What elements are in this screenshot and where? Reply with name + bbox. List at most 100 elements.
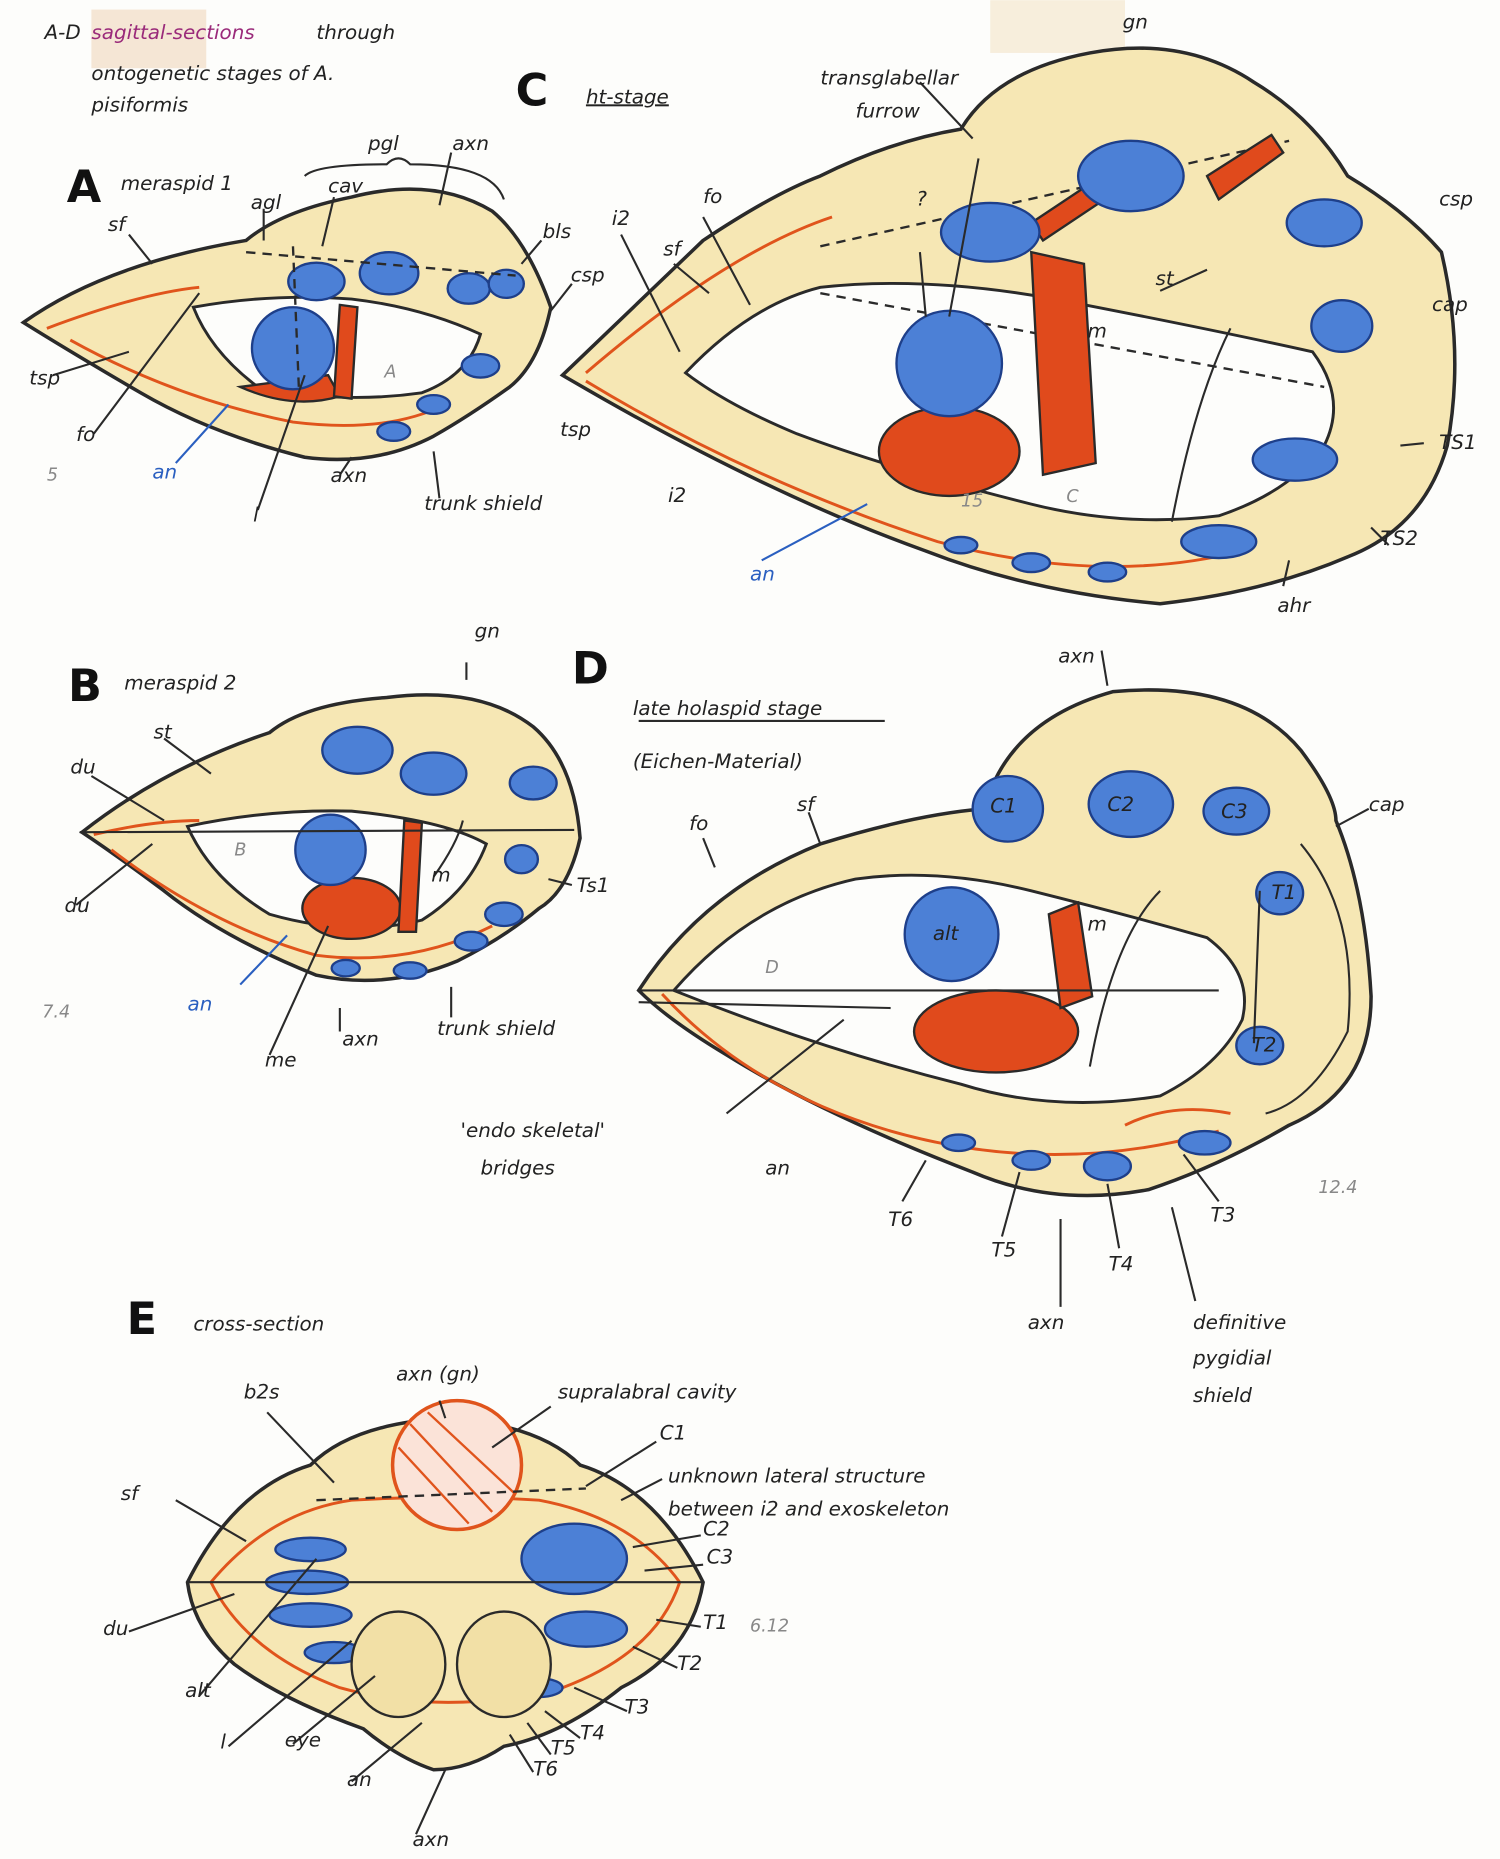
label: me [265, 1049, 297, 1072]
label: tsp [560, 418, 591, 441]
panel-c-letter: C [516, 65, 549, 117]
dashed-guide [245, 246, 516, 387]
label: i2 [612, 207, 630, 230]
label: alt [933, 922, 960, 945]
label: pygidial [1192, 1346, 1272, 1369]
hypostome-red [877, 405, 1021, 498]
label: cap [1369, 793, 1405, 816]
blue-node [1235, 1025, 1285, 1066]
blue-node [446, 272, 492, 305]
label: supralabral cavity [558, 1380, 737, 1403]
blue-node [399, 751, 468, 796]
dashed-guide [820, 139, 1325, 389]
label: C2 [703, 1517, 730, 1540]
doublure-line [46, 285, 446, 427]
panel-a-stage: meraspid 1 [121, 172, 233, 195]
blue-node [543, 1610, 629, 1648]
muscle-red [332, 303, 359, 400]
label: axn (gn) [396, 1363, 480, 1386]
label: trunk shield [437, 1017, 555, 1040]
label: TS1 [1439, 431, 1476, 454]
doublure-line [661, 992, 1231, 1156]
label: m [1088, 913, 1107, 936]
label: fo [689, 812, 708, 835]
label: tsp [29, 367, 60, 390]
label: an [750, 562, 775, 585]
an-leader [174, 403, 230, 464]
label: bls [543, 220, 572, 243]
label: C3 [707, 1545, 734, 1568]
label: sf [108, 213, 128, 236]
label: T5 [551, 1737, 576, 1760]
glabellar-red [1205, 133, 1285, 202]
label: T6 [888, 1208, 913, 1231]
sheet-title: A-D sagittal-sections through ontogeneti… [43, 21, 396, 117]
eye-lobe [455, 1610, 552, 1719]
label: ? [916, 187, 927, 210]
panel-e: E cross-section axn (gn) supralabral cav… [103, 1293, 949, 1851]
label: trunk shield [424, 492, 542, 515]
blue-node [1011, 552, 1052, 574]
page-note: 15 [961, 491, 983, 511]
label: axn [342, 1028, 379, 1051]
panel-d-stage: late holaspid stage [633, 697, 822, 720]
page-note: 5 [47, 466, 58, 486]
blue-node [250, 306, 336, 391]
blue-node [1011, 1149, 1052, 1171]
panel-a-letter: A [67, 161, 102, 213]
eye-lobe [350, 1610, 447, 1719]
label: C1 [990, 794, 1017, 817]
blue-node [453, 930, 489, 952]
label: gn [1123, 10, 1148, 33]
label: axn [452, 132, 489, 155]
label: T1 [1271, 881, 1296, 904]
label: i2 [668, 484, 686, 507]
blue-node [330, 958, 361, 978]
label: T4 [580, 1721, 605, 1744]
blue-node [392, 961, 428, 980]
label: fo [76, 423, 95, 446]
panel-d: D late holaspid stage (Eichen-Material) … [461, 642, 1405, 1406]
blue-node [483, 901, 524, 928]
blue-node [1076, 139, 1185, 213]
page-note: 7.4 [42, 1002, 70, 1022]
label: cap [1432, 293, 1468, 316]
label: alt [185, 1679, 212, 1702]
panel-a: A meraspid 1 agl cav pgl axn sf bls csp … [20, 132, 605, 527]
label: axn [1028, 1311, 1065, 1334]
blue-node [358, 250, 420, 296]
blue-node [1087, 561, 1128, 583]
supralabral-cavity-red [390, 1398, 524, 1532]
label: B [234, 841, 246, 861]
label: st [154, 720, 173, 743]
blue-node [1177, 1129, 1232, 1156]
label: bridges [480, 1156, 554, 1179]
blue-node [460, 352, 501, 379]
panel-b-letter: B [68, 660, 102, 712]
tape-strip [990, 0, 1125, 53]
muscle-red [397, 819, 424, 934]
blue-node [903, 886, 1000, 983]
label: pgl [367, 132, 399, 155]
panel-e-stage: cross-section [193, 1312, 324, 1335]
blue-node [941, 1133, 977, 1153]
label: definitive [1193, 1311, 1286, 1334]
blue-node [508, 765, 558, 801]
blue-node [321, 725, 394, 775]
label: axn [413, 1828, 450, 1851]
label: axn [330, 464, 367, 487]
label: b2s [244, 1380, 280, 1403]
label: du [103, 1617, 128, 1640]
label: Ts1 [577, 874, 610, 897]
blue-node [294, 813, 367, 887]
blue-node [895, 309, 1004, 418]
label: axn [1058, 644, 1095, 667]
title-line3: pisiformis [90, 94, 188, 117]
label: an [765, 1156, 790, 1179]
label: T2 [1252, 1033, 1277, 1056]
doublure-line [584, 215, 1243, 568]
label: T3 [1211, 1203, 1236, 1226]
panel-e-letter: E [127, 1293, 157, 1345]
blue-node [487, 268, 525, 300]
